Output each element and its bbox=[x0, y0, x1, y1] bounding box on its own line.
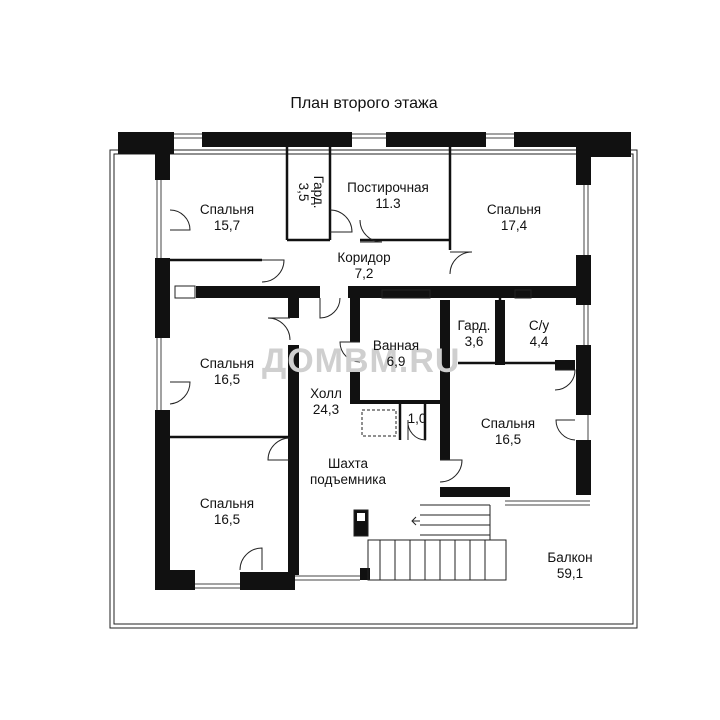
room-area: 17,4 bbox=[501, 218, 528, 233]
room-name: Спальня bbox=[200, 202, 254, 217]
room-area: 24,3 bbox=[313, 402, 339, 417]
thick-walls bbox=[118, 132, 631, 590]
room-name: Ванная bbox=[373, 338, 419, 353]
room-name: Холл bbox=[310, 386, 342, 401]
shaft-name-line2: подъемника bbox=[310, 472, 387, 487]
room-labels: Спальня 15,7 Гард. 3,5 Постирочная 11.3 … bbox=[200, 176, 593, 581]
room-area: 59,1 bbox=[557, 566, 583, 581]
watermark: ДОМВМ.RU bbox=[262, 342, 460, 380]
room-area: 16,5 bbox=[214, 512, 240, 527]
room-name: С/у bbox=[529, 318, 550, 333]
stairs bbox=[367, 504, 507, 581]
fixtures bbox=[174, 285, 532, 537]
room-name: Спальня bbox=[487, 202, 541, 217]
room-area: 15,7 bbox=[214, 218, 240, 233]
room-name: Коридор bbox=[337, 250, 390, 265]
gard-top-label: Гард. 3,5 bbox=[296, 176, 326, 209]
room-area: 16,5 bbox=[495, 432, 521, 447]
room-name: Гард. bbox=[311, 176, 326, 209]
room-name: Спальня bbox=[200, 356, 254, 371]
room-area: 4,4 bbox=[530, 334, 549, 349]
room-area: 3,6 bbox=[465, 334, 484, 349]
room-area: 3,5 bbox=[296, 183, 311, 202]
room-area: 7,2 bbox=[355, 266, 374, 281]
room-area: 11.3 bbox=[375, 196, 400, 211]
plan-title: План второго этажа bbox=[290, 95, 437, 112]
room-name: Балкон bbox=[547, 550, 592, 565]
room-name: Спальня bbox=[200, 496, 254, 511]
room-area: 1,0 bbox=[408, 411, 427, 426]
room-area: 16,5 bbox=[214, 372, 240, 387]
balcony-outline bbox=[109, 149, 638, 629]
shaft-name: Шахта bbox=[328, 456, 369, 471]
room-name: Спальня bbox=[481, 416, 535, 431]
doors bbox=[169, 209, 576, 571]
room-name: Постирочная bbox=[347, 180, 429, 195]
room-name: Гард. bbox=[458, 318, 491, 333]
windows bbox=[156, 133, 590, 589]
room-area: 6,9 bbox=[387, 354, 406, 369]
